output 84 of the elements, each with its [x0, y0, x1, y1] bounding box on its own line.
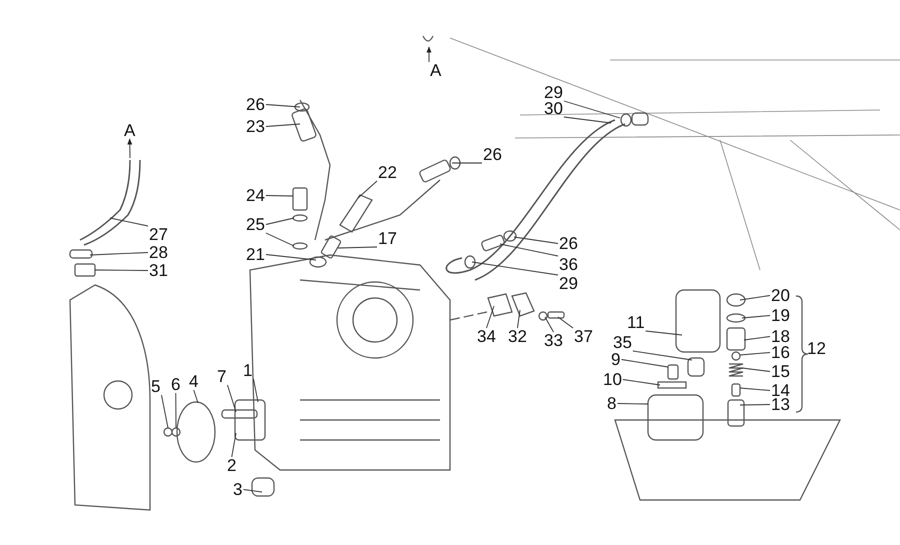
callout-number: 7: [216, 368, 228, 385]
callout-number: 34: [476, 328, 497, 345]
leader-line: [500, 244, 558, 256]
leader-line: [632, 350, 692, 360]
callout-number: 24: [245, 187, 266, 204]
callout-number: 23: [245, 118, 266, 135]
leader-line: [94, 270, 148, 271]
leader-line: [742, 368, 770, 372]
leader-line: [265, 124, 300, 127]
leader-line: [563, 100, 620, 118]
leader-line: [265, 218, 294, 225]
callout-number: 2: [226, 457, 238, 474]
callout-number: 26: [482, 146, 503, 163]
leader-line: [544, 316, 554, 332]
callout-number: 21: [245, 246, 266, 263]
callout-number: 22: [377, 164, 398, 181]
leader-line: [161, 394, 168, 428]
arrow: [426, 46, 432, 62]
callout-number: 5: [150, 378, 162, 395]
leader-line: [744, 336, 770, 340]
callout-number: A: [429, 62, 442, 79]
callout-number: 26: [245, 96, 266, 113]
callout-number: 15: [770, 363, 791, 380]
leader-line: [253, 378, 258, 402]
leader-line: [742, 315, 770, 318]
callout-number: 33: [543, 332, 564, 349]
leader-line: [90, 252, 148, 256]
callout-number: 9: [610, 351, 622, 368]
leader-line: [338, 246, 378, 248]
leader-line: [621, 359, 668, 368]
callout-number: 17: [377, 230, 398, 247]
callout-number: 1: [242, 362, 254, 379]
leader-line: [740, 388, 770, 391]
arrow: [127, 138, 132, 158]
leader-line: [740, 404, 770, 406]
leader-line: [265, 232, 294, 246]
callout-number: 6: [170, 376, 182, 393]
callout-number: 25: [245, 216, 266, 233]
leader-line: [563, 116, 612, 124]
leader-line: [617, 403, 648, 404]
leader-line: [517, 310, 520, 328]
leader-line: [514, 236, 558, 244]
callout-number: 13: [770, 396, 791, 413]
leader-line: [740, 352, 770, 356]
callout-number: 11: [626, 314, 646, 331]
leader-line: [265, 104, 300, 108]
callout-number: 30: [543, 100, 564, 117]
leader-line: [740, 295, 770, 300]
leader-line: [645, 330, 682, 336]
leader-line: [243, 489, 262, 492]
leader-line: [265, 254, 316, 260]
callout-number: 32: [507, 328, 528, 345]
leader-line: [231, 432, 236, 458]
callout-number: 31: [148, 262, 169, 279]
leader-line: [486, 306, 494, 328]
callout-number: 16: [770, 344, 791, 361]
leader-line: [622, 379, 660, 386]
leader-line: [227, 384, 236, 412]
callout-number: 27: [148, 226, 169, 243]
callout-number: 26: [558, 235, 579, 252]
leader-line: [193, 390, 198, 404]
callout-number: 29: [543, 84, 564, 101]
callout-number: 36: [558, 256, 579, 273]
callout-number: 28: [148, 244, 169, 261]
callout-number: 19: [770, 307, 791, 324]
leader-line: [110, 218, 148, 226]
callout-number: 4: [188, 373, 200, 390]
callout-number: 14: [770, 382, 791, 399]
callout-number: 12: [806, 340, 827, 357]
leader-line: [358, 180, 378, 198]
callout-number: 8: [606, 395, 618, 412]
callout-number: A: [123, 122, 136, 139]
leader-line: [558, 316, 574, 328]
callout-number: 37: [573, 328, 594, 345]
leader-line: [175, 392, 176, 428]
callout-number: 29: [558, 275, 579, 292]
callout-number: 35: [612, 334, 633, 351]
callout-number: 3: [232, 481, 244, 498]
callout-number: 18: [770, 328, 791, 345]
leader-line: [452, 162, 482, 164]
leader-line: [265, 195, 294, 196]
callout-number: 10: [602, 371, 623, 388]
callout-number: 20: [770, 287, 791, 304]
leader-line: [472, 262, 558, 276]
